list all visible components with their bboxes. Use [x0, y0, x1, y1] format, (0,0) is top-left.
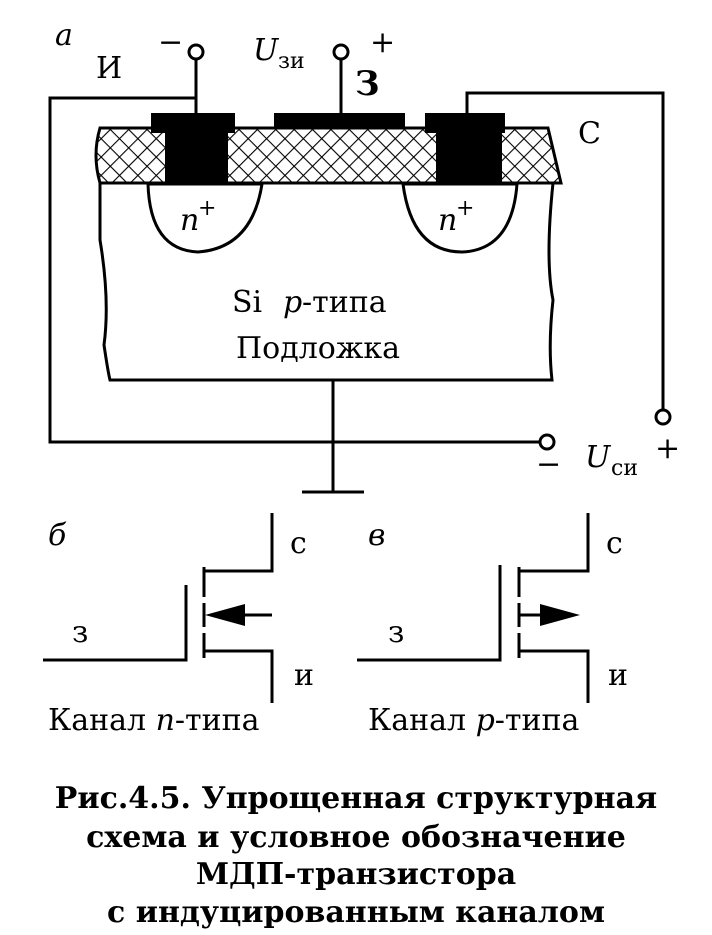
- substrate-type: -типа: [302, 285, 387, 320]
- panel-a-letter: а: [55, 18, 73, 53]
- drain-voltage-symbol: U: [585, 440, 612, 475]
- source-lead: [519, 649, 590, 703]
- drain-label: С: [578, 116, 601, 151]
- arrow-out-icon: [540, 604, 580, 626]
- panel-c-letter: в: [368, 518, 385, 553]
- caption-line-2: схема и условное обозначение: [86, 820, 626, 855]
- source-label: и: [294, 658, 314, 693]
- mosfet-structure-diagram: а И − U зи + З: [48, 18, 680, 494]
- drain-voltage-plus-terminal: [654, 408, 672, 426]
- drain-region-sup: +: [456, 196, 474, 221]
- caption-line-3: МДП-транзистора: [196, 857, 516, 892]
- p-channel-symbol: в с з и Канал p-типа: [357, 513, 628, 738]
- drain-lead: [519, 513, 590, 573]
- substrate-si: Si: [232, 285, 262, 320]
- caption-line-4: с индуцированным каналом: [107, 895, 605, 930]
- source-lead: [204, 649, 274, 703]
- substrate-p: p: [283, 285, 302, 320]
- gate-lead: [43, 585, 188, 662]
- gate-terminal: [332, 43, 350, 61]
- source-n-well: [146, 182, 264, 254]
- caption-line-1: Рис.4.5. Упрощенная структурная: [55, 781, 657, 816]
- drain-voltage-plus: +: [655, 431, 680, 466]
- source-label: и: [608, 658, 628, 693]
- drain-n-well: [401, 182, 519, 254]
- source-region-n: n: [180, 203, 199, 238]
- n-channel-symbol: б с з и Канал n-типа: [43, 513, 314, 738]
- drain-region-n: n: [438, 203, 457, 238]
- source-contact-plug: [165, 128, 228, 184]
- drain-voltage-subscript: си: [611, 456, 638, 481]
- arrow-in-icon: [205, 604, 245, 626]
- gate-polarity: +: [370, 25, 395, 60]
- source-polarity: −: [158, 25, 183, 60]
- drain-label: с: [290, 526, 307, 561]
- gate-label: з: [72, 615, 88, 650]
- gate-label: З: [355, 64, 380, 104]
- channel-caption: Канал p-типа: [368, 703, 580, 738]
- gate-electrode: [274, 113, 405, 129]
- circuit-wires: [48, 58, 665, 494]
- source-terminal: [187, 43, 205, 61]
- drain-voltage-minus-terminal: [538, 433, 556, 451]
- substrate-name: Подложка: [236, 331, 400, 366]
- drain-contact-plug: [436, 128, 502, 184]
- drain-lead: [204, 513, 274, 573]
- drain-label: с: [606, 526, 623, 561]
- panel-b-letter: б: [48, 518, 67, 553]
- drain-voltage-minus: −: [536, 447, 561, 482]
- channel-caption: Канал n-типа: [48, 703, 260, 738]
- source-label: И: [96, 51, 122, 86]
- gate-voltage-symbol: U: [253, 33, 280, 68]
- gate-label: з: [388, 615, 404, 650]
- source-region-sup: +: [198, 196, 216, 221]
- figure-caption: Рис.4.5. Упрощенная структурная схема и …: [55, 781, 657, 930]
- gate-voltage-subscript: зи: [278, 49, 305, 74]
- gate-lead: [357, 565, 502, 662]
